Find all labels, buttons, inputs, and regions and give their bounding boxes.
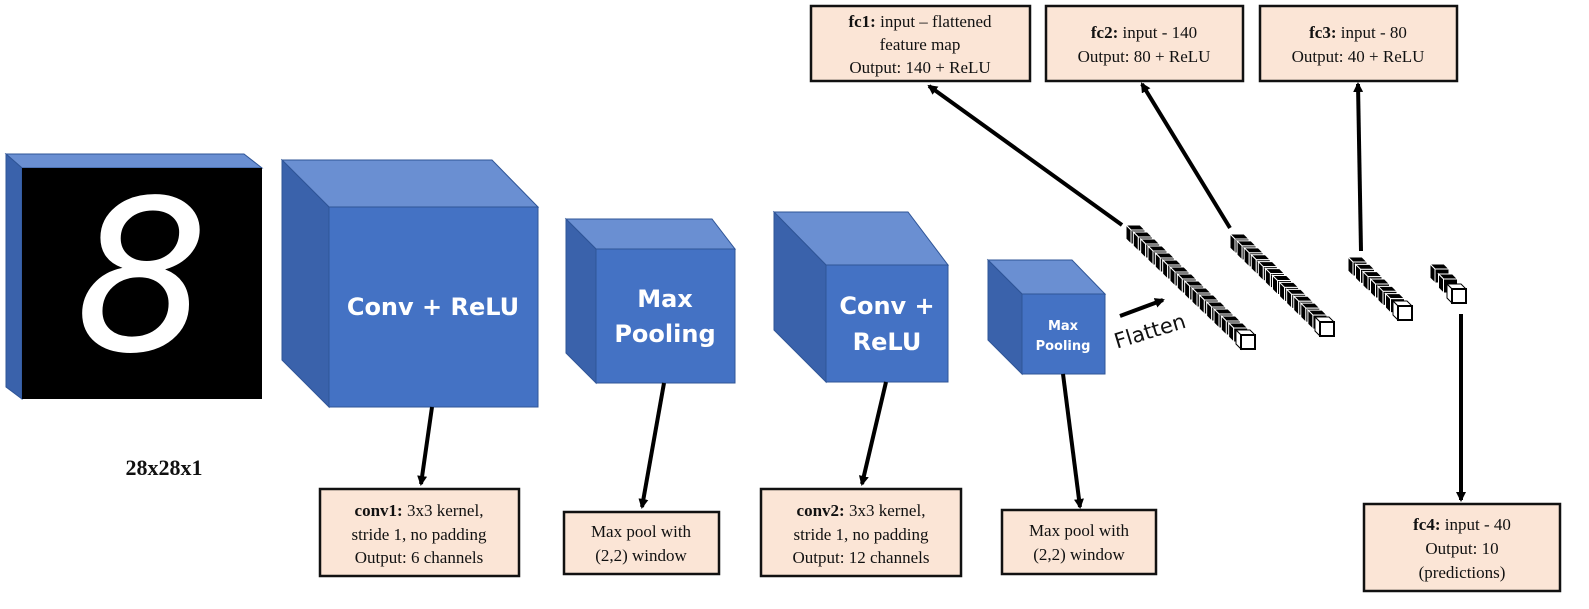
conv2-front-face [825, 264, 949, 383]
fc2-info-box: fc2: input - 140 Output: 80 + ReLU [1044, 4, 1245, 83]
pool1-block-label-line2: Pooling [614, 320, 715, 348]
svg-text:fc3: input - 80: fc3: input - 80 [1309, 23, 1407, 42]
svg-text:(predictions): (predictions) [1419, 563, 1506, 582]
conv2-info-box: conv2: 3x3 kernel, stride 1, no padding … [759, 487, 963, 578]
pool1-block-label-line1: Max [637, 285, 693, 313]
svg-text:conv1: 3x3 kernel,: conv1: 3x3 kernel, [355, 501, 484, 520]
svg-text:Output: 140 + ReLU: Output: 140 + ReLU [849, 58, 990, 77]
svg-text:Max pool with: Max pool with [591, 522, 692, 541]
fc1-info-box: fc1: input – flattened feature map Outpu… [809, 4, 1032, 83]
pool1-front-face [595, 248, 736, 384]
svg-text:Max pool with: Max pool with [1029, 521, 1130, 540]
pool2-block: Max Pooling [986, 258, 1107, 376]
svg-text:Output: 40 + ReLU: Output: 40 + ReLU [1292, 47, 1425, 66]
flatten-arrow [1119, 298, 1165, 318]
pool1-info-box: Max pool with (2,2) window [562, 510, 721, 576]
flattened-vector-stack [1124, 223, 1257, 351]
input-image [22, 168, 262, 399]
neuron-cube [1445, 282, 1468, 305]
conv1-block: Conv + ReLU [280, 158, 540, 409]
conv2-block-label-line1: Conv + [839, 292, 934, 320]
pool2-front-face [1021, 293, 1106, 375]
pool1-block: Max Pooling [564, 217, 737, 385]
neuron-cube [1234, 328, 1257, 351]
input-size-caption: 28x28x1 [126, 455, 203, 480]
fully-connected-neuron-stacks [1124, 223, 1468, 351]
conv2-block-label-line2: ReLU [853, 328, 922, 356]
pool2-arrow [1061, 373, 1084, 509]
fc3-output-stack [1428, 262, 1468, 305]
pool2-block-label-line1: Max [1048, 319, 1079, 334]
pool2-block-label-line2: Pooling [1036, 339, 1091, 354]
fc3-info-box: fc3: input - 80 Output: 40 + ReLU [1258, 4, 1459, 83]
fc1-arrow [927, 84, 1124, 227]
pool2-info-box: Max pool with (2,2) window [1000, 508, 1158, 576]
conv1-front-face [328, 206, 539, 408]
conv1-info-box: conv1: 3x3 kernel, stride 1, no padding … [318, 487, 521, 578]
digit-glyph: 8 [75, 155, 209, 400]
svg-text:conv2: 3x3 kernel,: conv2: 3x3 kernel, [797, 501, 926, 520]
conv1-arrow [417, 406, 434, 486]
svg-text:Output: 12 channels: Output: 12 channels [793, 548, 930, 567]
svg-text:fc1: input – flattened: fc1: input – flattened [848, 12, 992, 31]
svg-text:fc2: input - 140: fc2: input - 140 [1091, 23, 1197, 42]
svg-text:fc4: input - 40: fc4: input - 40 [1413, 515, 1511, 534]
fc1-output-stack [1228, 232, 1336, 338]
svg-text:Output: 10: Output: 10 [1425, 539, 1498, 558]
svg-text:Output: 80 + ReLU: Output: 80 + ReLU [1078, 47, 1211, 66]
svg-text:(2,2) window: (2,2) window [595, 546, 687, 565]
input-image-block: 8 [4, 152, 264, 400]
conv2-arrow [858, 381, 888, 486]
svg-text:feature map: feature map [880, 35, 961, 54]
fc2-output-stack [1346, 255, 1414, 322]
fc2-arrow [1140, 82, 1232, 230]
fc3-arrow [1353, 82, 1364, 252]
svg-text:(2,2) window: (2,2) window [1033, 545, 1125, 564]
neuron-cube [1391, 299, 1414, 322]
input-side-face [5, 152, 23, 400]
svg-text:stride 1, no padding: stride 1, no padding [351, 525, 487, 544]
neuron-cube [1292, 295, 1314, 317]
fc4-info-box: fc4: input - 40 Output: 10 (predictions) [1362, 502, 1562, 593]
neuron-cube [1313, 315, 1336, 338]
svg-text:Output: 6 channels: Output: 6 channels [355, 548, 483, 567]
conv1-block-label: Conv + ReLU [347, 293, 519, 321]
conv2-block: Conv + ReLU [772, 210, 950, 384]
pool1-arrow [638, 382, 666, 509]
svg-text:stride 1, no padding: stride 1, no padding [793, 525, 929, 544]
